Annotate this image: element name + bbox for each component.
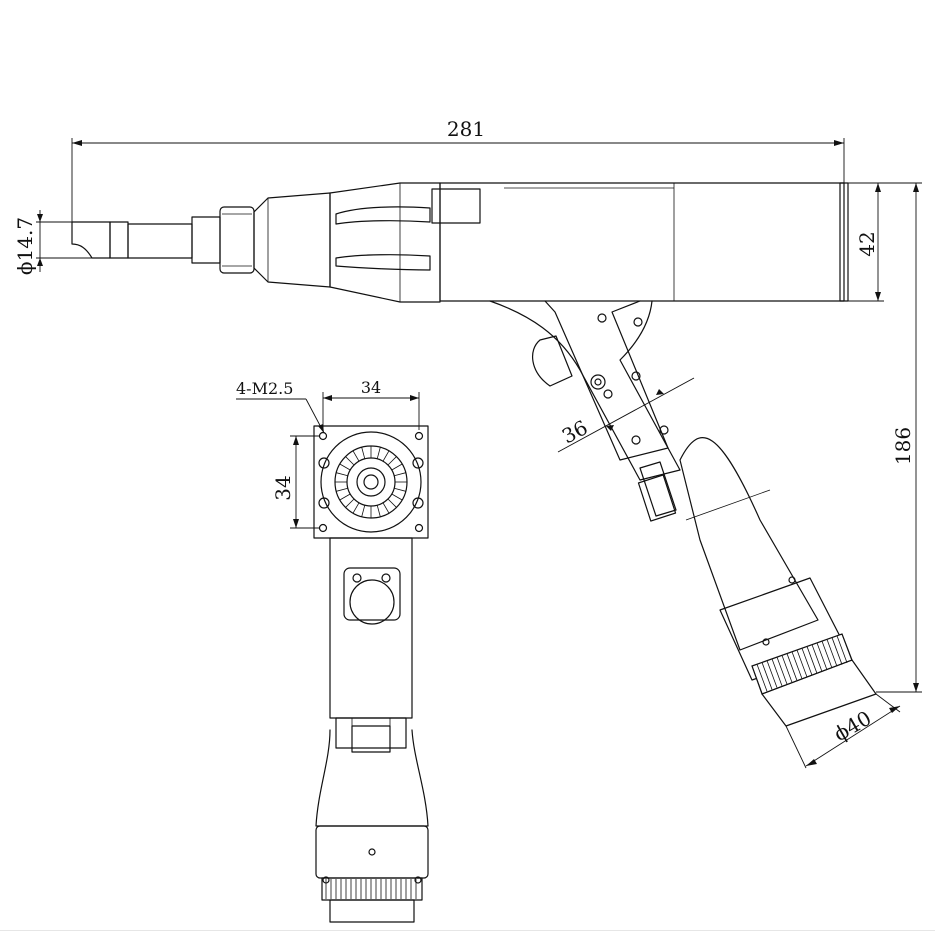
- knurl-front: [325, 879, 417, 899]
- dim-mount-holes-label: 4-M2.5: [236, 379, 293, 398]
- handle: [489, 300, 681, 522]
- knurl-lines: [751, 633, 853, 694]
- front-handle: [329, 537, 413, 753]
- head-section: [329, 182, 441, 303]
- dim-overall-length: 281: [71, 117, 845, 222]
- dim-overall-height-label: 186: [891, 427, 915, 465]
- dim-flange-width: 34: [322, 378, 420, 430]
- dim-nozzle-diameter-label: ϕ40: [830, 706, 876, 746]
- flange: [313, 425, 429, 539]
- dim-flange-height-label: 34: [271, 475, 295, 500]
- front-view: 34 34 4-M2.5: [236, 378, 429, 923]
- dim-handle-width-label: 36: [558, 415, 592, 448]
- dim-body-height: 42: [848, 182, 884, 302]
- barrel: [679, 437, 877, 727]
- nozzle-tip: [71, 221, 193, 259]
- dim-flange-height: 34: [271, 435, 320, 529]
- dim-overall-height: 186: [876, 182, 922, 693]
- flange-teeth: [335, 446, 407, 518]
- dim-mount-holes: 4-M2.5: [236, 379, 325, 434]
- coupling: [191, 192, 331, 288]
- dim-handle-width: 36: [557, 377, 695, 453]
- dim-overall-length-label: 281: [447, 117, 485, 141]
- side-view: 281 ϕ14.7 42 186: [13, 117, 922, 769]
- dim-tip-diameter: ϕ14.7: [13, 210, 92, 275]
- main-body: [431, 182, 849, 302]
- dim-body-height-label: 42: [855, 231, 879, 256]
- dim-flange-width-label: 34: [361, 378, 381, 397]
- bottom-border: [0, 930, 935, 931]
- dim-tip-diameter-label: ϕ14.7: [13, 217, 37, 275]
- front-barrel: [315, 729, 429, 923]
